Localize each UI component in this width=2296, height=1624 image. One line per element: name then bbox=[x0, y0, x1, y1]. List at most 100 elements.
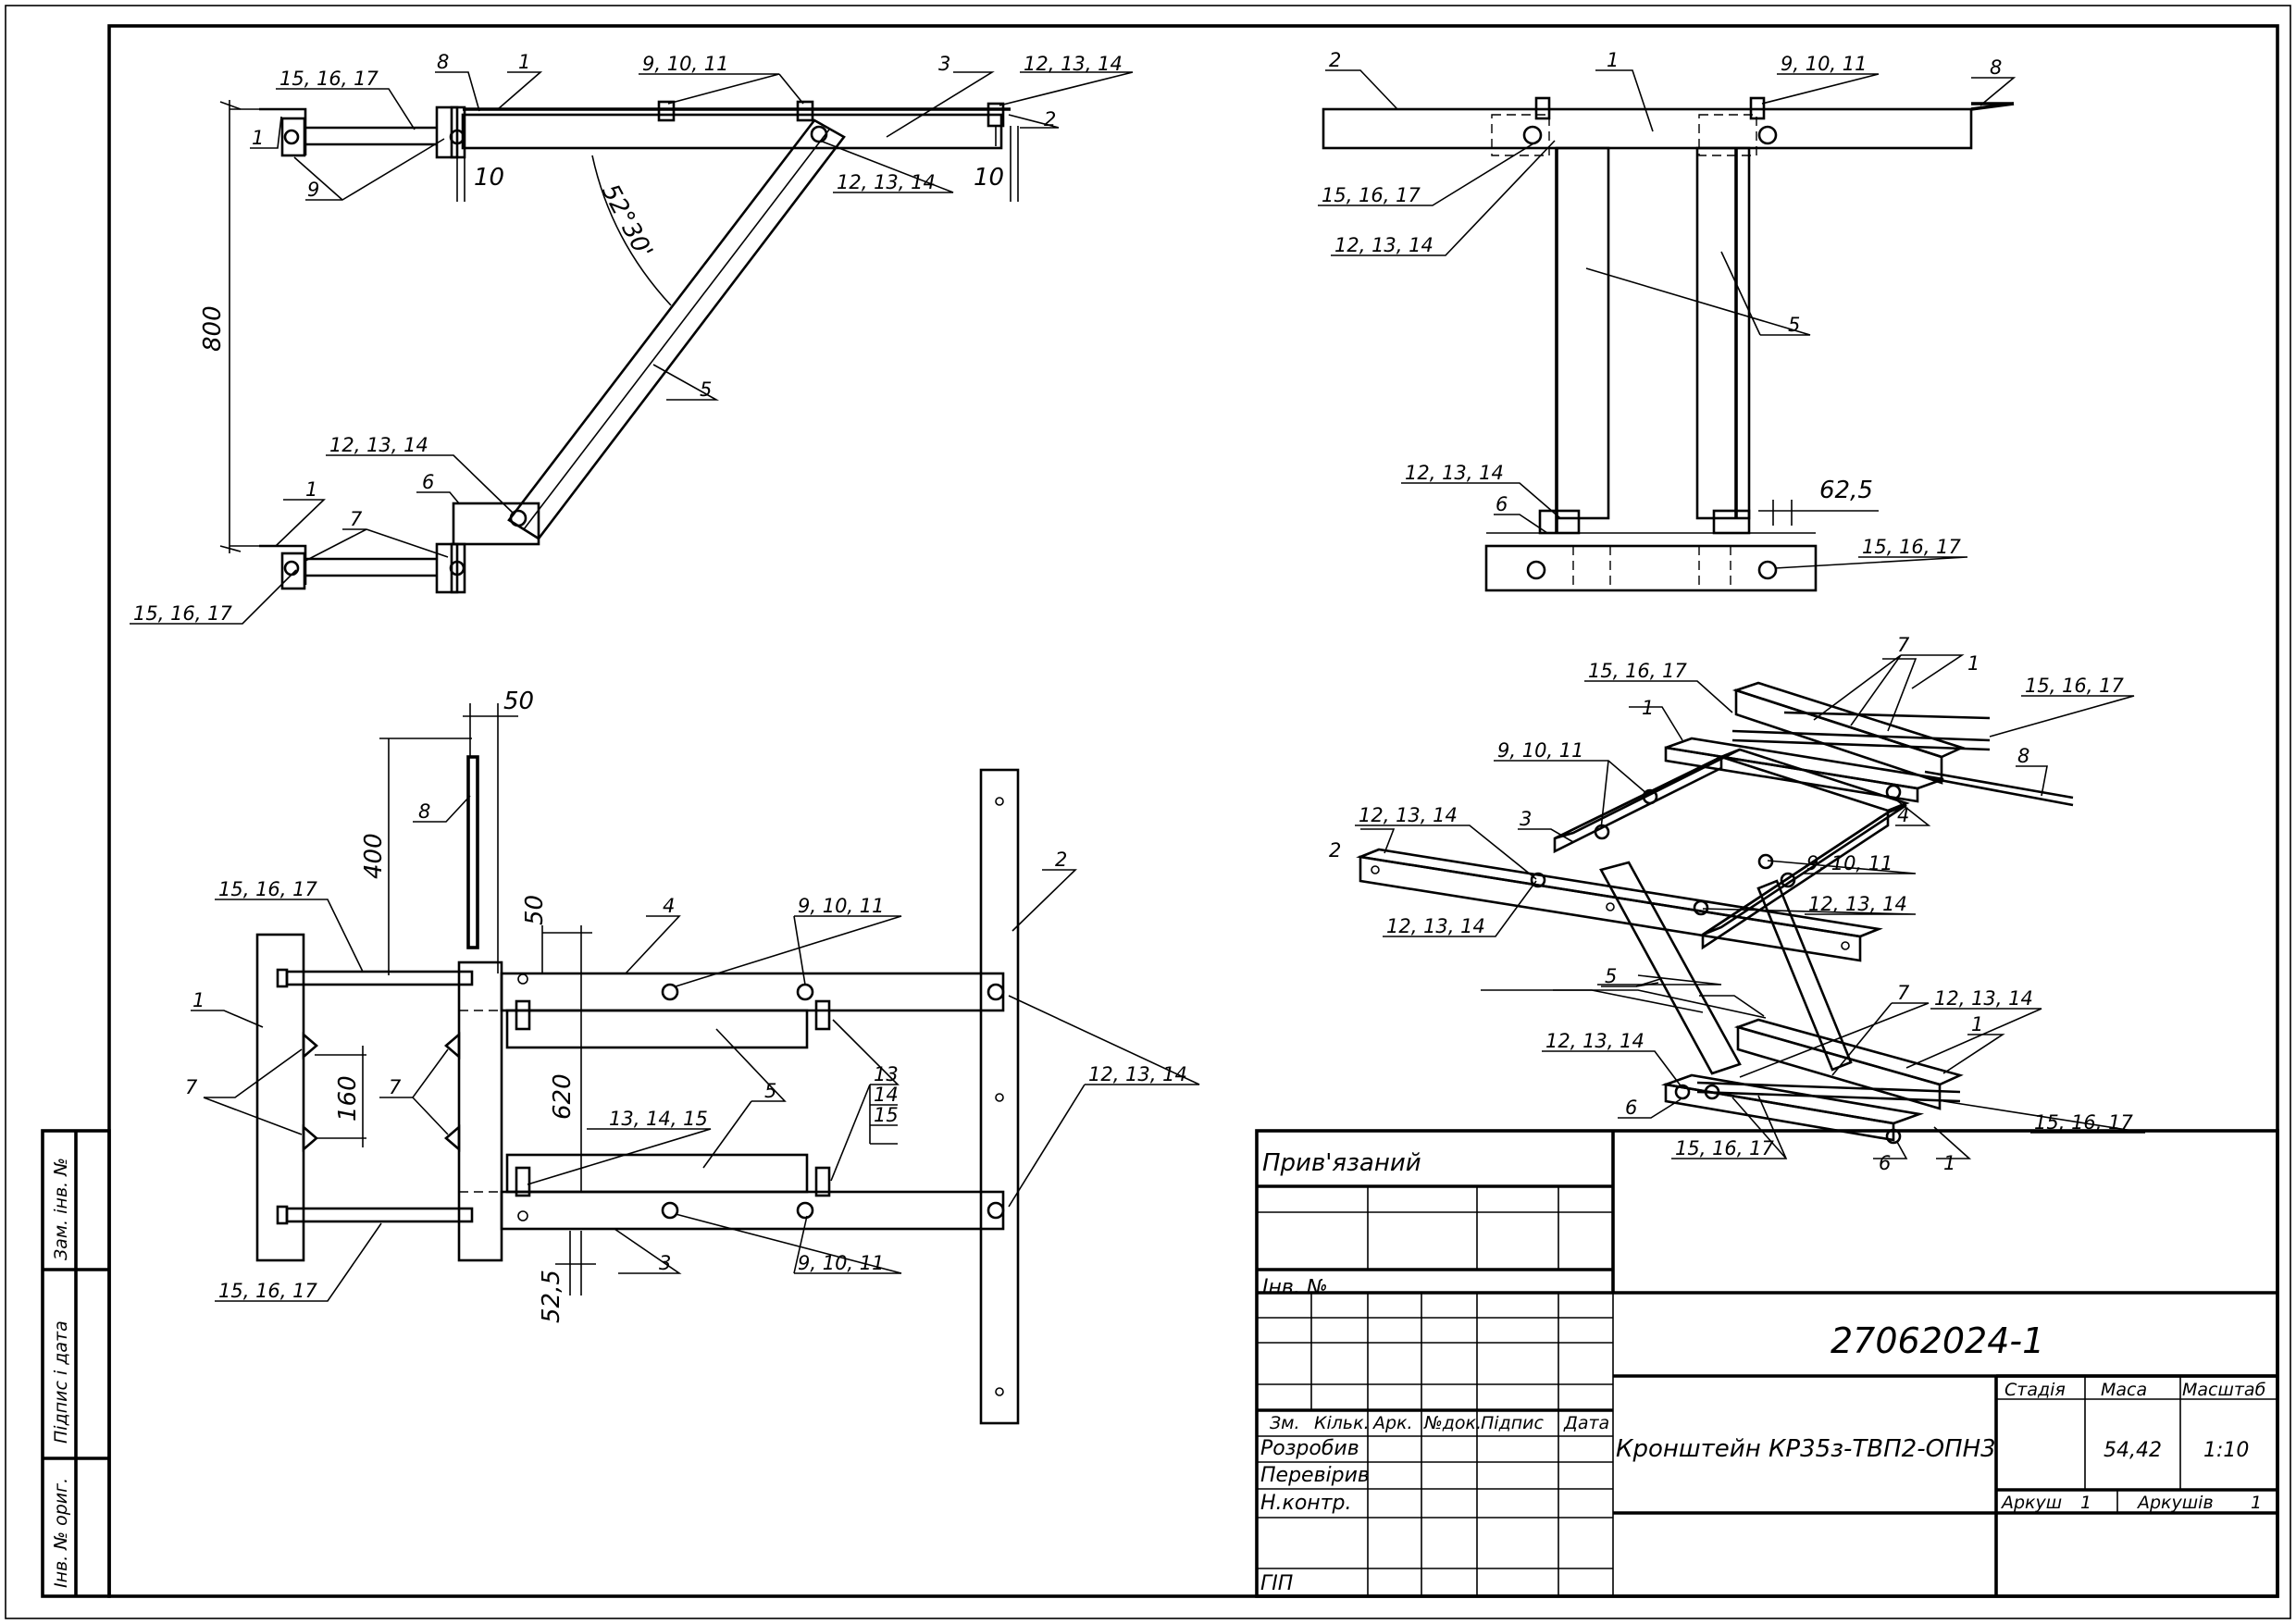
dim-height-800: 800 bbox=[199, 305, 227, 352]
dim-rod-400: 400 bbox=[360, 833, 388, 879]
role-checker: Перевірив bbox=[1260, 1464, 1370, 1487]
iso-label-6-left: 6 bbox=[1625, 1097, 1637, 1119]
iso-label-1-right: 1 bbox=[1943, 1152, 1955, 1174]
plan-label-7-left: 7 bbox=[185, 1076, 198, 1098]
iso-label-12-13-14-c: 12, 13, 14 bbox=[1386, 915, 1485, 937]
iso-label-5: 5 bbox=[1605, 965, 1617, 987]
side-label-2: 2 bbox=[1044, 108, 1056, 130]
front-view-leaders bbox=[1318, 69, 2017, 569]
mass-value: 54,42 bbox=[2104, 1439, 2162, 1462]
mass-header: Маса bbox=[2101, 1380, 2147, 1400]
plan-label-3: 3 bbox=[659, 1252, 671, 1274]
dim-width-50-b: 50 bbox=[521, 895, 549, 925]
sheet-label: Аркуш bbox=[2000, 1493, 2062, 1513]
plan-label-13: 13 bbox=[874, 1063, 899, 1085]
dim-offset-62-5: 62,5 bbox=[1819, 477, 1873, 504]
sheets-label: Аркушів bbox=[2136, 1493, 2214, 1513]
plan-label-13-14-15: 13, 14, 15 bbox=[609, 1108, 708, 1130]
stage-header: Стадія bbox=[2004, 1380, 2066, 1400]
role-norm-control: Н.контр. bbox=[1260, 1492, 1351, 1515]
plan-label-1: 1 bbox=[192, 989, 205, 1011]
side-label-9: 9 bbox=[307, 179, 319, 201]
drawing-title: Кронштейн КР35з-ТВП2-ОПН3 bbox=[1616, 1435, 1996, 1463]
iso-label-1-top: 1 bbox=[1967, 652, 1980, 675]
scale-value: 1:10 bbox=[2203, 1439, 2249, 1462]
front-label-8: 8 bbox=[1990, 56, 2002, 79]
side-label-15-16-17-low: 15, 16, 17 bbox=[133, 602, 233, 625]
plan-label-15: 15 bbox=[874, 1104, 899, 1126]
sheets-value: 1 bbox=[2251, 1493, 2262, 1513]
isometric-leaders bbox=[1355, 654, 2146, 1159]
plan-label-9-10-11-low: 9, 10, 11 bbox=[798, 1252, 885, 1274]
plan-view-leaders bbox=[191, 795, 1200, 1302]
iso-label-15-16-17-d: 15, 16, 17 bbox=[1675, 1137, 1775, 1159]
side-label-6: 6 bbox=[422, 471, 434, 493]
plan-label-2: 2 bbox=[1055, 849, 1067, 871]
side-label-7: 7 bbox=[350, 508, 363, 530]
plan-view bbox=[255, 703, 1020, 1425]
plan-label-8: 8 bbox=[418, 800, 430, 823]
side-stamp-replace-inv: Зам. інв. № bbox=[51, 1158, 71, 1260]
iso-label-4: 4 bbox=[1897, 804, 1909, 826]
front-label-5: 5 bbox=[1788, 314, 1800, 336]
side-stamp-orig-inv: Інв. № ориг. bbox=[51, 1478, 71, 1588]
scale-header: Масштаб bbox=[2182, 1380, 2266, 1400]
col-signature: Підпис bbox=[1481, 1413, 1544, 1433]
dim-beam-620: 620 bbox=[549, 1073, 577, 1120]
col-change: Зм. bbox=[1270, 1413, 1300, 1433]
side-label-12-13-14-top: 12, 13, 14 bbox=[1024, 53, 1123, 75]
side-label-12-13-14-mid: 12, 13, 14 bbox=[837, 171, 936, 193]
front-label-12-13-14-top: 12, 13, 14 bbox=[1334, 234, 1433, 256]
plan-label-7-right: 7 bbox=[389, 1076, 402, 1098]
iso-label-6-right: 6 bbox=[1879, 1152, 1891, 1174]
iso-label-12-13-14-a: 12, 13, 14 bbox=[1359, 804, 1458, 826]
role-developer: Розробив bbox=[1260, 1437, 1359, 1460]
side-label-1-low: 1 bbox=[305, 478, 317, 501]
iso-label-12-13-14-d: 12, 13, 14 bbox=[1934, 987, 2033, 1010]
iso-label-3: 3 bbox=[1520, 808, 1532, 830]
iso-label-9-10-11-a: 9, 10, 11 bbox=[1497, 739, 1584, 762]
dim-width-50-a: 50 bbox=[503, 688, 534, 715]
side-label-9-10-11: 9, 10, 11 bbox=[642, 53, 729, 75]
isometric-view bbox=[1356, 681, 2074, 1145]
front-label-12-13-14-low: 12, 13, 14 bbox=[1405, 462, 1504, 484]
iso-label-12-13-14-b: 12, 13, 14 bbox=[1808, 893, 1907, 915]
iso-label-12-13-14-e: 12, 13, 14 bbox=[1545, 1030, 1644, 1052]
iso-label-8: 8 bbox=[2017, 745, 2029, 767]
dim-angle: 52°30' bbox=[596, 180, 658, 263]
plan-label-12-13-14: 12, 13, 14 bbox=[1088, 1063, 1187, 1085]
front-label-9-10-11: 9, 10, 11 bbox=[1781, 53, 1868, 75]
side-stamp-signature-date: Підпис і дата bbox=[51, 1320, 71, 1444]
side-label-12-13-14-low: 12, 13, 14 bbox=[329, 434, 428, 456]
plan-label-4: 4 bbox=[663, 895, 675, 917]
front-label-15-16-17-top: 15, 16, 17 bbox=[1322, 184, 1421, 206]
iso-label-2: 2 bbox=[1329, 839, 1341, 862]
side-view bbox=[219, 100, 1019, 594]
front-view bbox=[1322, 96, 2015, 592]
iso-label-7-low: 7 bbox=[1897, 982, 1910, 1004]
iso-label-1-b: 1 bbox=[1642, 697, 1654, 719]
side-label-1-left: 1 bbox=[252, 127, 264, 149]
drawing-number: 27062024-1 bbox=[1831, 1320, 2044, 1361]
col-qty: Кільк. bbox=[1314, 1413, 1370, 1433]
side-label-8: 8 bbox=[437, 51, 449, 73]
iso-label-15-16-17-a: 15, 16, 17 bbox=[1588, 660, 1688, 682]
side-view-leaders bbox=[130, 71, 1134, 625]
side-label-3: 3 bbox=[938, 53, 950, 75]
front-label-6: 6 bbox=[1496, 493, 1508, 515]
side-label-1-top: 1 bbox=[518, 51, 530, 73]
title-block bbox=[1255, 1129, 2279, 1598]
col-sheet: Арк. bbox=[1371, 1413, 1413, 1433]
col-date: Дата bbox=[1563, 1413, 1609, 1433]
dim-gap-right: 10 bbox=[974, 164, 1004, 192]
front-label-2: 2 bbox=[1329, 49, 1341, 71]
plan-label-15-16-17-top: 15, 16, 17 bbox=[218, 878, 318, 900]
iso-label-15-16-17-c: 15, 16, 17 bbox=[2034, 1111, 2134, 1134]
plan-label-9-10-11-top: 9, 10, 11 bbox=[798, 895, 885, 917]
iso-label-1-low: 1 bbox=[1971, 1013, 1983, 1035]
side-label-5: 5 bbox=[700, 378, 712, 401]
iso-label-7-top: 7 bbox=[1897, 634, 1910, 656]
iso-label-9-10-11-b: 9, 10, 11 bbox=[1806, 852, 1893, 874]
col-doc-no: №док. bbox=[1423, 1413, 1482, 1433]
